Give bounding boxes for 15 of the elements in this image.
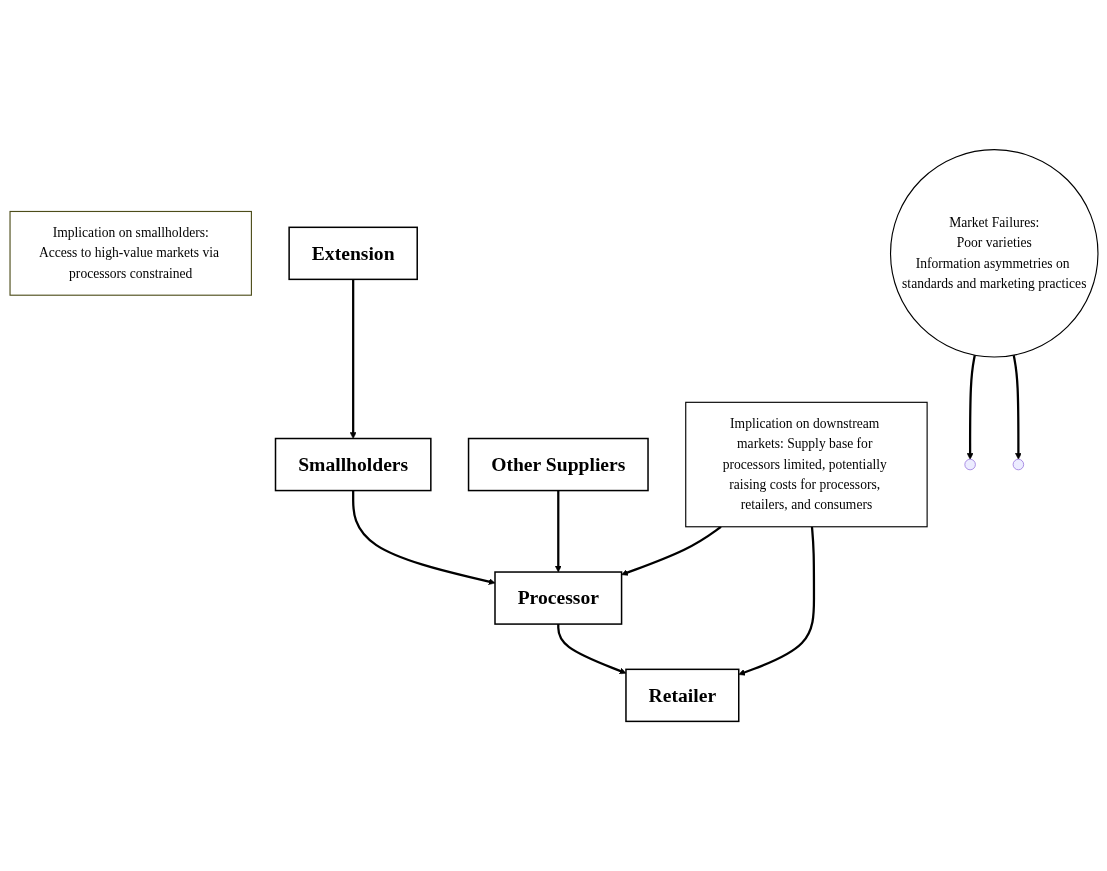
node-box (287, 226, 418, 281)
arrow (1012, 355, 1022, 460)
arrow (620, 525, 722, 576)
arrow (554, 490, 562, 573)
arrow (351, 490, 495, 585)
arrow (966, 355, 976, 460)
node-box (8, 210, 252, 296)
arrow (349, 279, 356, 439)
node-box (467, 437, 649, 492)
arrow (556, 624, 626, 675)
node-box (684, 401, 928, 528)
node-box (274, 437, 432, 492)
node-box (624, 668, 739, 723)
node-circle (889, 149, 1099, 358)
node-box (493, 571, 622, 625)
